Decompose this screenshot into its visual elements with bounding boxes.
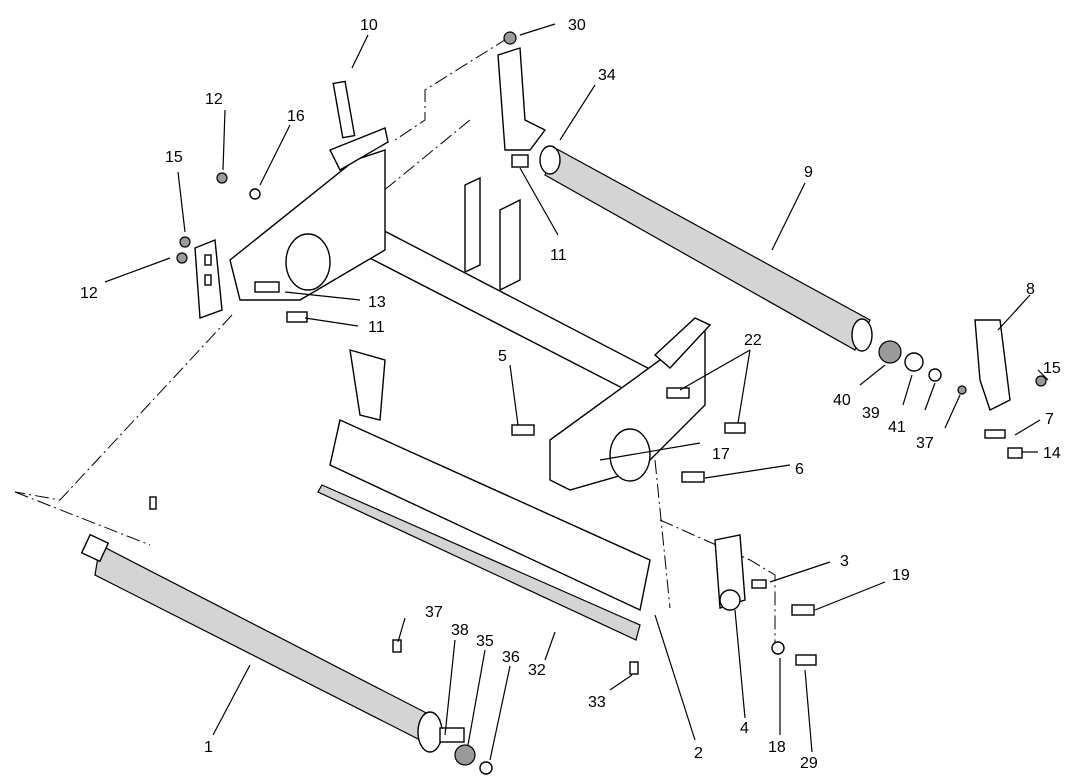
callout-11-upper: 11	[550, 247, 567, 264]
callout-labels: 1 2 3 4 5 6 7 8 9 10 11 11 12 12 13 14 1…	[80, 17, 1061, 772]
callout-35: 35	[476, 633, 494, 650]
callout-15-right: 15	[1043, 360, 1061, 377]
callout-32: 32	[528, 662, 546, 679]
callout-19: 19	[892, 567, 910, 584]
callout-3: 3	[840, 553, 849, 570]
callout-7: 7	[1045, 411, 1054, 428]
callout-1: 1	[204, 739, 213, 756]
callout-4: 4	[740, 720, 749, 737]
callout-38: 38	[451, 622, 469, 639]
callout-29: 29	[800, 755, 818, 772]
callout-36: 36	[502, 649, 520, 666]
bedknife-bar	[317, 349, 651, 641]
callout-13: 13	[368, 294, 386, 311]
reel	[80, 533, 465, 753]
callout-9: 9	[804, 164, 813, 181]
callout-34: 34	[598, 67, 616, 84]
callout-37-right: 37	[916, 435, 934, 452]
callout-2: 2	[694, 745, 703, 762]
callout-37-left: 37	[425, 604, 443, 621]
height-adjuster	[714, 534, 746, 611]
callout-6: 6	[795, 461, 804, 478]
roller	[539, 145, 873, 352]
leader-lines	[104, 23, 1049, 761]
center-uprights	[464, 176, 521, 292]
callout-39: 39	[862, 405, 880, 422]
callout-40: 40	[833, 392, 851, 409]
callout-17: 17	[712, 446, 730, 463]
callout-15-left: 15	[165, 149, 183, 166]
callout-12-lower: 12	[80, 285, 98, 302]
callout-8: 8	[1026, 281, 1035, 298]
callout-30: 30	[568, 17, 586, 34]
phantom-lines	[14, 37, 776, 650]
callout-22: 22	[744, 332, 762, 349]
callout-12-upper: 12	[205, 91, 223, 108]
left-bracket	[194, 239, 223, 319]
callout-18: 18	[768, 739, 786, 756]
callout-14: 14	[1043, 445, 1061, 462]
callout-33: 33	[588, 694, 606, 711]
hardware	[149, 31, 1047, 775]
callout-10: 10	[360, 17, 378, 34]
right-side-plate	[549, 317, 712, 491]
callout-16: 16	[287, 108, 305, 125]
callout-5: 5	[498, 348, 507, 365]
callout-41: 41	[888, 419, 906, 436]
left-side-plate	[229, 127, 389, 301]
roller-brackets	[497, 47, 1011, 411]
callout-11-left: 11	[368, 319, 385, 336]
